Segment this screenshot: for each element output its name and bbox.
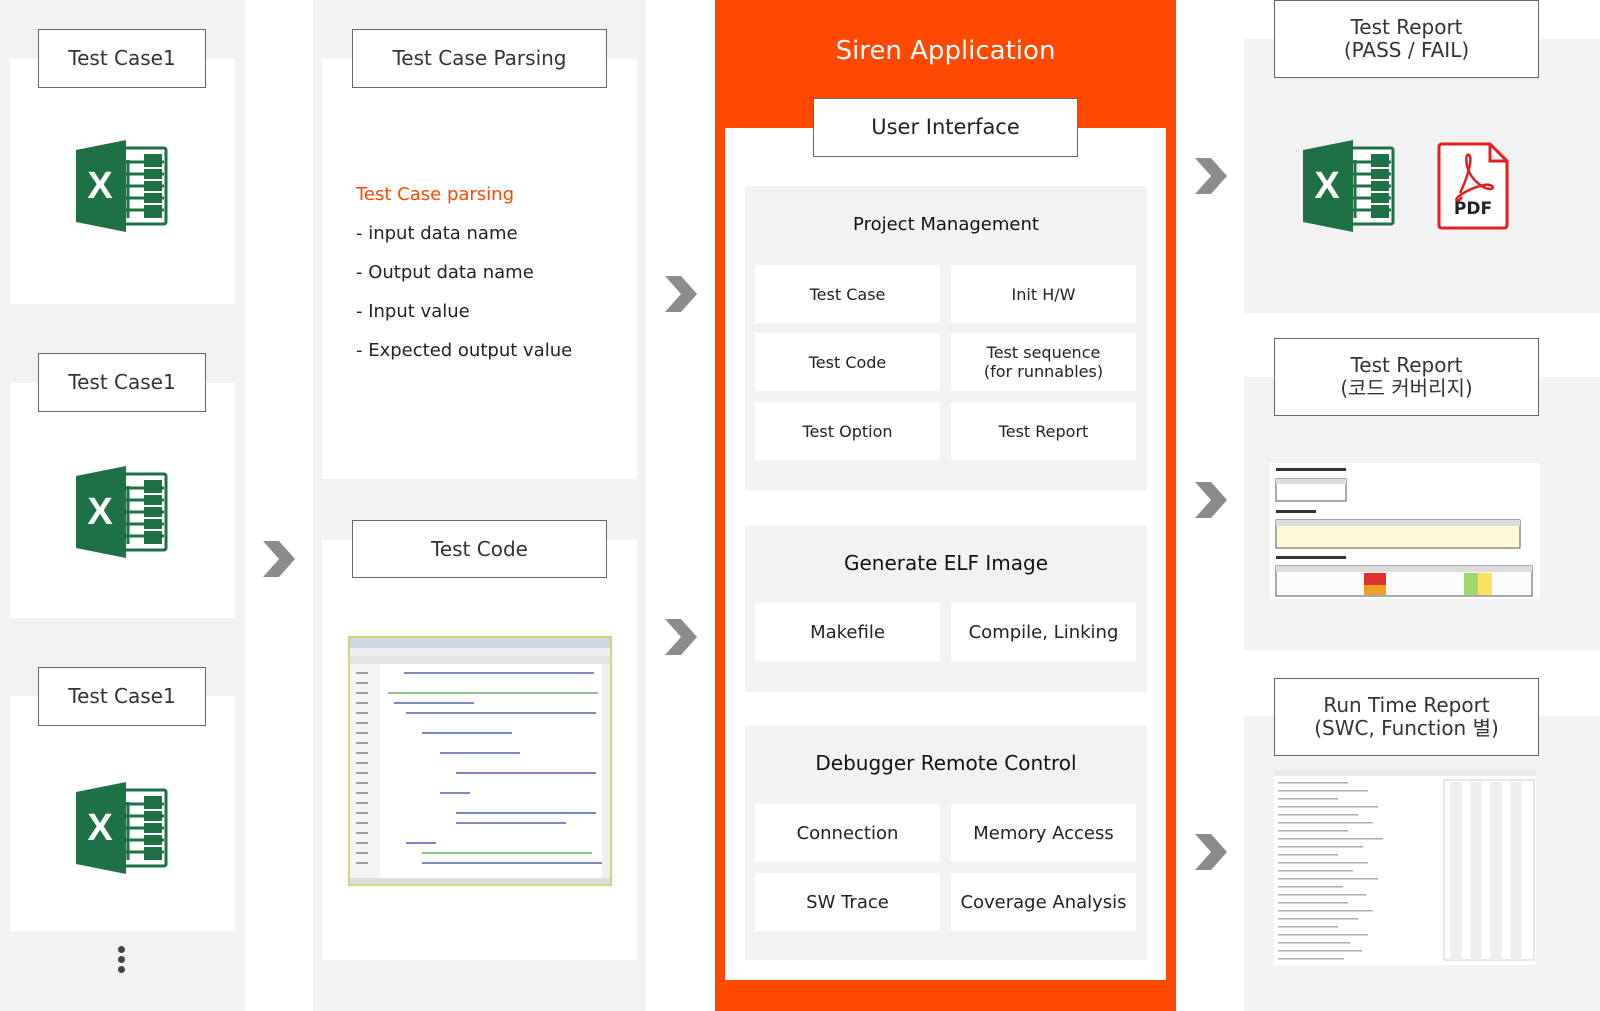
coverage-report-thumbnail <box>1270 463 1540 599</box>
section-title: Debugger Remote Control <box>815 751 1077 775</box>
parsing-title: Test Case Parsing <box>352 29 607 88</box>
section-title: Project Management <box>853 214 1039 235</box>
test-option-cell: Test Option <box>755 402 940 460</box>
makefile-cell: Makefile <box>755 603 940 661</box>
section-title: Generate ELF Image <box>843 551 1049 575</box>
excel-icon <box>74 140 170 232</box>
chevron-right-icon <box>1195 834 1227 870</box>
test-case-label: Test Case1 <box>38 353 206 412</box>
code-editor-screenshot-icon <box>348 636 612 886</box>
test-code-cell: Test Code <box>755 333 940 391</box>
vertical-ellipsis-icon <box>118 946 126 976</box>
report-panel <box>1244 39 1600 313</box>
coverage-analysis-cell: Coverage Analysis <box>951 873 1136 931</box>
chevron-right-icon <box>665 276 697 312</box>
parsing-item: - input data name <box>356 223 518 244</box>
connection-cell: Connection <box>755 804 940 862</box>
parsing-item: - Expected output value <box>356 340 573 361</box>
user-interface-label: User Interface <box>813 98 1078 157</box>
parsing-item: - Input value <box>356 301 470 322</box>
report-label: Run Time Report (SWC, Function 별) <box>1274 678 1539 756</box>
excel-icon <box>74 466 170 558</box>
pdf-icon <box>1437 142 1509 230</box>
memory-access-cell: Memory Access <box>951 804 1136 862</box>
test-case-label: Test Case1 <box>38 667 206 726</box>
code-title: Test Code <box>352 520 607 578</box>
test-case-cell: Test Case <box>755 265 940 323</box>
chevron-right-icon <box>1195 158 1227 194</box>
report-label: Test Report (코드 커버리지) <box>1274 338 1539 416</box>
excel-icon <box>1301 140 1397 232</box>
parsing-item: - Output data name <box>356 262 534 283</box>
compile-linking-cell: Compile, Linking <box>951 603 1136 661</box>
test-sequence-cell: Test sequence (for runnables) <box>951 333 1136 391</box>
parsing-card <box>322 59 637 479</box>
report-label: Test Report (PASS / FAIL) <box>1274 0 1539 78</box>
chevron-right-icon <box>263 541 295 577</box>
sw-trace-cell: SW Trace <box>755 873 940 931</box>
chevron-right-icon <box>665 619 697 655</box>
test-report-cell: Test Report <box>951 402 1136 460</box>
pdf-icon-label: PDF <box>1453 199 1493 219</box>
init-hw-cell: Init H/W <box>951 265 1136 323</box>
parsing-heading: Test Case parsing <box>356 184 515 205</box>
siren-title: Siren Application <box>835 36 1056 66</box>
chevron-right-icon <box>1195 482 1227 518</box>
runtime-report-thumbnail <box>1274 770 1536 965</box>
test-case-label: Test Case1 <box>38 29 206 88</box>
excel-icon <box>74 782 170 874</box>
